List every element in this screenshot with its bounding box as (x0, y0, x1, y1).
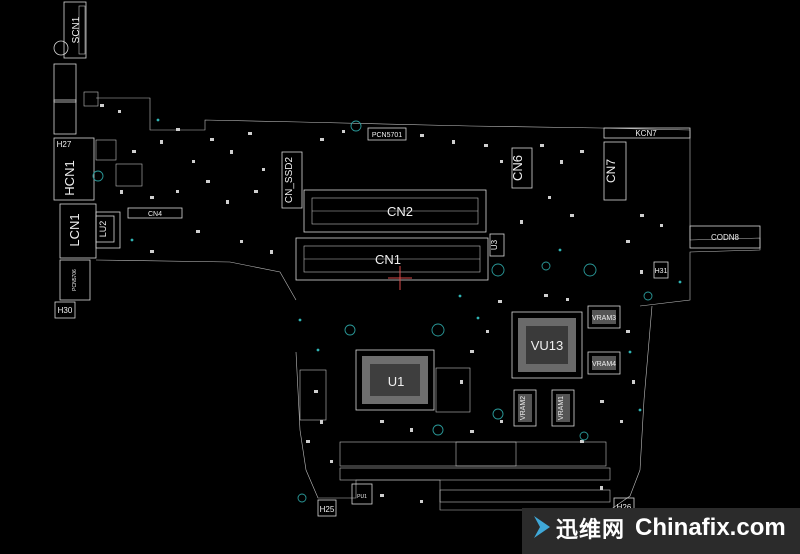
connector-cn4[interactable] (127, 207, 183, 219)
label-h27: H27 (57, 140, 72, 149)
label-cn2: CN2 (387, 204, 413, 219)
connector-codn8[interactable] (689, 225, 761, 249)
hole-h31 (653, 261, 669, 279)
label-pu1: PU1 (357, 494, 367, 500)
label-cn6: CN6 (510, 155, 525, 181)
connector-cn6[interactable] (511, 147, 533, 189)
vram3[interactable] (587, 305, 621, 329)
label-h30: H30 (58, 306, 73, 315)
watermark-site: Chinafix.com (635, 514, 786, 541)
vram4[interactable] (587, 351, 621, 375)
watermark-chinese: 迅维网 (556, 518, 626, 543)
label-pcn5701: PCN5701 (372, 132, 402, 139)
chinafix-logo-icon (534, 516, 550, 538)
dimm-slot-cn2[interactable] (303, 189, 487, 233)
connector-pcn5701[interactable] (367, 127, 407, 141)
label-vram3: VRAM3 (592, 315, 616, 322)
label-vu13: VU13 (531, 338, 564, 353)
watermark-banner (522, 508, 800, 554)
label-u3: U3 (490, 239, 499, 250)
connector-cn-ssd2[interactable] (281, 151, 303, 209)
label-u1: U1 (388, 374, 405, 389)
label-codn8: CODN8 (711, 233, 740, 242)
hole-h25 (317, 499, 337, 517)
chip-pu1[interactable] (351, 483, 373, 505)
label-cn7: CN7 (604, 159, 618, 183)
cpu-u1[interactable] (355, 349, 435, 411)
label-cn4: CN4 (148, 211, 162, 218)
chip-u3[interactable] (489, 233, 505, 257)
power-mosfet-rows (299, 367, 611, 503)
dimm-slot-cn1[interactable] (295, 237, 489, 290)
label-lcn1: LCN1 (67, 213, 82, 246)
vram2[interactable] (513, 389, 537, 427)
via-field (92, 118, 682, 503)
label-h26: H26 (617, 503, 632, 512)
component-field (100, 104, 663, 503)
label-hcn1: HCN1 (62, 160, 77, 195)
connector-kcn7[interactable] (603, 127, 691, 139)
label-lu2: LU2 (98, 221, 108, 238)
label-vram4: VRAM4 (592, 361, 616, 368)
chip-lu2[interactable] (95, 215, 115, 243)
label-cn1: CN1 (375, 252, 401, 267)
label-pcn5706: PCN5706 (72, 269, 78, 291)
label-scn1: SCN1 (71, 16, 82, 43)
vram1[interactable] (551, 389, 575, 427)
label-vram2: VRAM2 (520, 396, 527, 420)
upper-board-outline (95, 97, 761, 307)
gpu-vu13[interactable] (511, 311, 583, 379)
label-vram1: VRAM1 (558, 396, 565, 420)
connector-cn7[interactable] (603, 141, 627, 201)
label-h25: H25 (320, 505, 335, 514)
label-cn-ssd2: CN_SSD2 (284, 157, 295, 204)
label-h31: H31 (655, 268, 668, 275)
label-kcn7: KCN7 (635, 129, 657, 138)
